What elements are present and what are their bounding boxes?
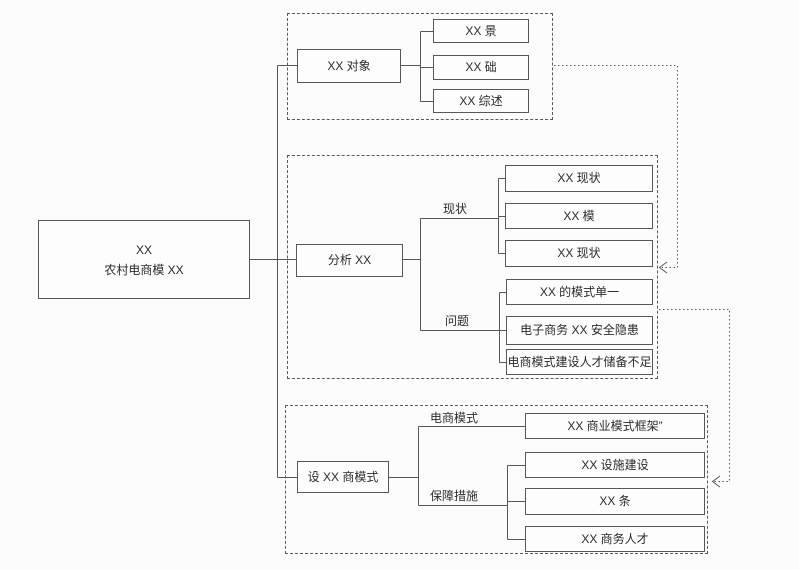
feedback-line-middle: [659, 309, 730, 482]
safeguard-branch-label: 保障措施: [430, 489, 479, 503]
status-leaf-2: XX 模: [505, 203, 653, 229]
arrowhead-bottom-icon: [711, 475, 721, 488]
mode-leaf-1: XX 商业模式框架”: [525, 413, 705, 439]
mode-branch-label: 电商模式: [430, 411, 479, 425]
section-object-container: [287, 13, 553, 120]
analysis-node: 分析 XX: [296, 244, 403, 277]
section-analysis-container: [287, 155, 658, 379]
feedback-line-top: [554, 65, 678, 268]
safeguard-leaf-2: XX 条: [525, 488, 705, 515]
problem-leaf-2: 电子商务 XX 安全隐患: [506, 316, 653, 345]
root-node-label-line2: 农村电商模 XX: [104, 262, 184, 277]
object-leaf-2: XX 础: [433, 55, 529, 80]
object-leaf-1: XX 景: [433, 19, 529, 43]
object-node: XX 对象: [297, 49, 401, 83]
status-leaf-1: XX 现状: [505, 165, 653, 192]
safeguard-leaf-1: XX 设施建设: [525, 452, 705, 478]
problem-leaf-1: XX 的模式单一: [506, 279, 653, 305]
root-node-label-line1: XX: [135, 242, 152, 257]
status-leaf-3: XX 现状: [505, 240, 653, 267]
problem-leaf-3: 电商模式建设人才储备不足: [506, 349, 653, 375]
arrowhead-top-icon: [658, 261, 668, 274]
safeguard-leaf-3: XX 商务人才: [525, 526, 705, 552]
status-branch-label: 现状: [443, 202, 468, 216]
design-node: 设 XX 商模式: [297, 461, 389, 493]
root-node: XX 农村电商模 XX: [38, 220, 250, 299]
problem-branch-label: 问题: [445, 314, 470, 328]
section-design-container: [285, 405, 708, 554]
object-leaf-3: XX 综述: [433, 89, 529, 113]
